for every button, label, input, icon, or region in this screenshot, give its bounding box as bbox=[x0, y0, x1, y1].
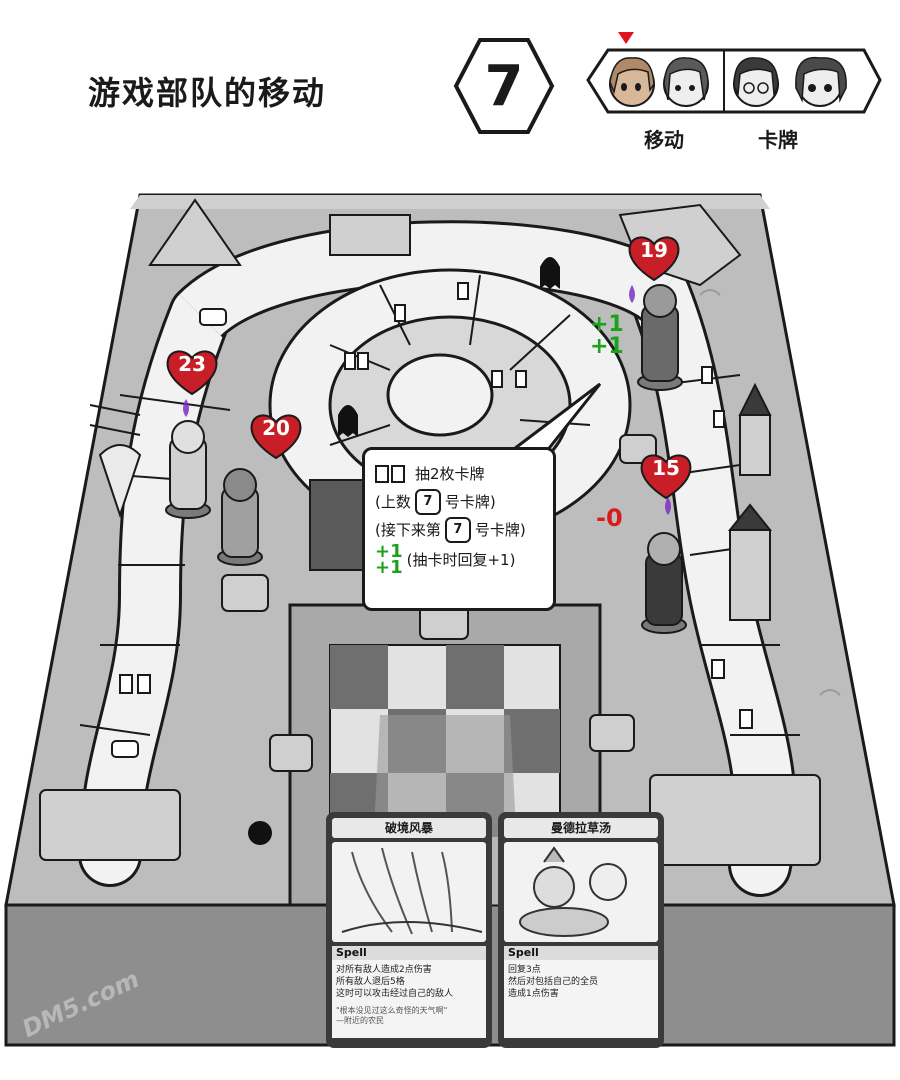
hp-value: 20 bbox=[262, 416, 290, 440]
turn-marker-icon bbox=[618, 32, 634, 44]
purple-flame-icon bbox=[183, 285, 671, 515]
card-text: 对所有敌人造成2点伤害 所有敌人退后5格 这时可以攻击经过自己的敌人 "根本没见… bbox=[332, 960, 486, 1038]
card-art bbox=[504, 842, 658, 942]
card-flavor: "根本没见过这么奇怪的天气啊" —附近的农民 bbox=[336, 1006, 448, 1025]
spell-card-2[interactable]: 曼德拉草汤 Spell 回复3点 然后对包括自己的全员 造成1点伤害 bbox=[498, 812, 664, 1048]
portrait-2-icon bbox=[663, 57, 709, 107]
card-type: Spell bbox=[504, 946, 658, 960]
hp-value: 15 bbox=[652, 456, 680, 480]
bubble-line-1: 抽2枚卡牌 bbox=[375, 460, 545, 488]
skull-icon bbox=[98, 444, 142, 519]
hexagon-icon bbox=[453, 38, 555, 134]
turn-order-bar bbox=[574, 30, 884, 130]
tent-icon bbox=[148, 198, 242, 266]
hp-modifier-green: +1 +1 bbox=[590, 312, 624, 359]
hexagon-icon: 7 bbox=[444, 517, 471, 543]
hp-heart-left-mid: 20 bbox=[248, 410, 304, 460]
card-title: 破境风暴 bbox=[332, 818, 486, 838]
turn-number: 7 bbox=[484, 53, 524, 119]
turn-number-badge: 7 bbox=[452, 36, 556, 136]
portrait-3-icon bbox=[733, 57, 779, 107]
card-type: Spell bbox=[332, 946, 486, 960]
heart-icon bbox=[166, 350, 218, 396]
hp-heart-left-top: 23 bbox=[164, 346, 220, 396]
bubble-line-2: (上数 7 号卡牌) bbox=[375, 488, 545, 516]
hp-value: 19 bbox=[640, 238, 668, 262]
hp-heart-right-top: 19 bbox=[626, 232, 682, 282]
hexagon-icon: 7 bbox=[414, 489, 441, 515]
card-icon bbox=[391, 465, 405, 483]
hp-modifier-red: -0 bbox=[596, 504, 623, 532]
portrait-4-icon bbox=[795, 56, 847, 107]
bubble-line-4: +1 +1 (抽卡时回复+1) bbox=[375, 541, 516, 578]
heart-icon bbox=[250, 414, 302, 460]
card-art bbox=[332, 842, 486, 942]
card-text: 回复3点 然后对包括自己的全员 造成1点伤害 bbox=[504, 960, 658, 1038]
heart-icon bbox=[640, 454, 692, 500]
card-title: 曼德拉草汤 bbox=[504, 818, 658, 838]
card-icon bbox=[375, 465, 389, 483]
spell-card-1[interactable]: 破境风暴 Spell 对所有敌人造成2点伤害 所有敌人退后5格 这时可以攻击经过… bbox=[326, 812, 492, 1048]
hp-value: 23 bbox=[178, 352, 206, 376]
turn-order-label-move: 移动 bbox=[644, 128, 684, 152]
effect-tooltip: 抽2枚卡牌 (上数 7 号卡牌) (接下来第 7 号卡牌) +1 +1 (抽卡时… bbox=[362, 447, 556, 611]
treasure-chest-icon bbox=[221, 434, 657, 772]
game-piece-icon bbox=[165, 284, 687, 634]
page-title: 游戏部队的移动 bbox=[88, 74, 327, 112]
bubble-line-3: (接下来第 7 号卡牌) bbox=[375, 516, 545, 544]
ghost-icon bbox=[248, 257, 560, 845]
heart-icon bbox=[628, 236, 680, 282]
portrait-1-icon bbox=[609, 57, 655, 107]
turn-order-label-cards: 卡牌 bbox=[758, 128, 798, 152]
bone-icon bbox=[111, 308, 227, 758]
hp-heart-right-mid: 15 bbox=[638, 450, 694, 500]
